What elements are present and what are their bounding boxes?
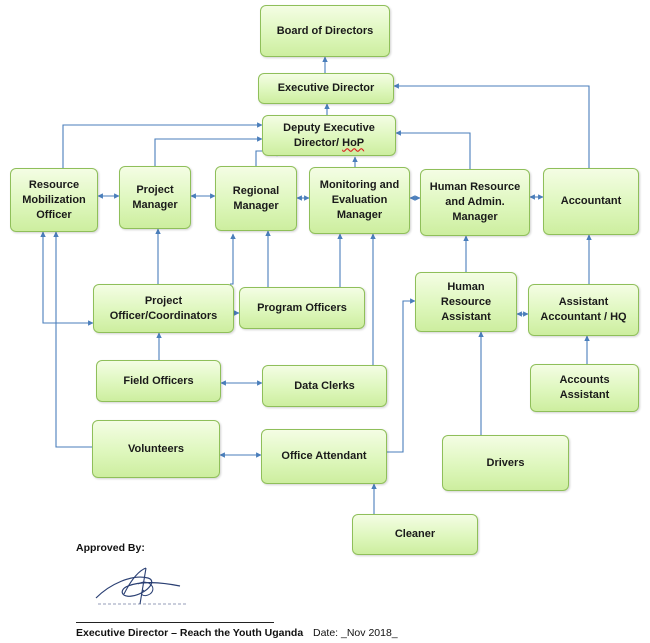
office-attendant-box: Office Attendant <box>261 429 387 484</box>
edge-projofficer-to-regional <box>230 233 236 285</box>
cleaner-box: Cleaner <box>352 514 478 555</box>
edge-hrmgr-to-deputy <box>395 130 471 169</box>
regional-manager-box: Regional Manager <box>215 166 297 231</box>
edge-officeattendant-to-hrassistant <box>387 298 416 453</box>
signatory-label: Executive Director – Reach the Youth Uga… <box>76 627 304 639</box>
edge-resmob-projofficer <box>40 231 94 326</box>
monitoring-evaluation-manager-box: Monitoring and Evaluation Manager <box>309 167 410 234</box>
edge-volunteers-to-resmob <box>53 231 92 448</box>
executive-director-box: Executive Director <box>258 73 394 104</box>
hr-assistant-box: Human Resource Assistant <box>415 272 517 332</box>
edge-resmob-to-deputy <box>62 122 263 168</box>
edge-projmgr-to-deputy <box>154 136 263 166</box>
program-officers-box: Program Officers <box>239 287 365 329</box>
resource-mobilization-officer-box: Resource Mobilization Officer <box>10 168 98 232</box>
project-manager-box: Project Manager <box>119 166 191 229</box>
field-officers-box: Field Officers <box>96 360 221 402</box>
accounts-assistant-box: Accounts Assistant <box>530 364 639 412</box>
accountant-box: Accountant <box>543 168 639 235</box>
signature-line <box>76 622 274 623</box>
edge-accountant-to-exec <box>393 83 590 168</box>
board-of-directors-box: Board of Directors <box>260 5 390 57</box>
volunteers-box: Volunteers <box>92 420 220 478</box>
assistant-accountant-box: Assistant Accountant / HQ <box>528 284 639 336</box>
deputy-hop-text: HoP <box>342 136 365 149</box>
signature-image <box>95 567 188 605</box>
date-label: Date: _Nov 2018_ <box>313 627 398 639</box>
project-officer-coordinators-box: Project Officer/Coordinators <box>93 284 234 333</box>
approved-by-label: Approved By: <box>76 542 145 554</box>
deputy-title-line1: Deputy Executive <box>283 121 375 134</box>
drivers-box: Drivers <box>442 435 569 491</box>
deputy-title-line2: Director/ <box>293 136 343 149</box>
human-resource-manager-box: Human Resource and Admin. Manager <box>420 169 530 236</box>
data-clerks-box: Data Clerks <box>262 365 387 407</box>
